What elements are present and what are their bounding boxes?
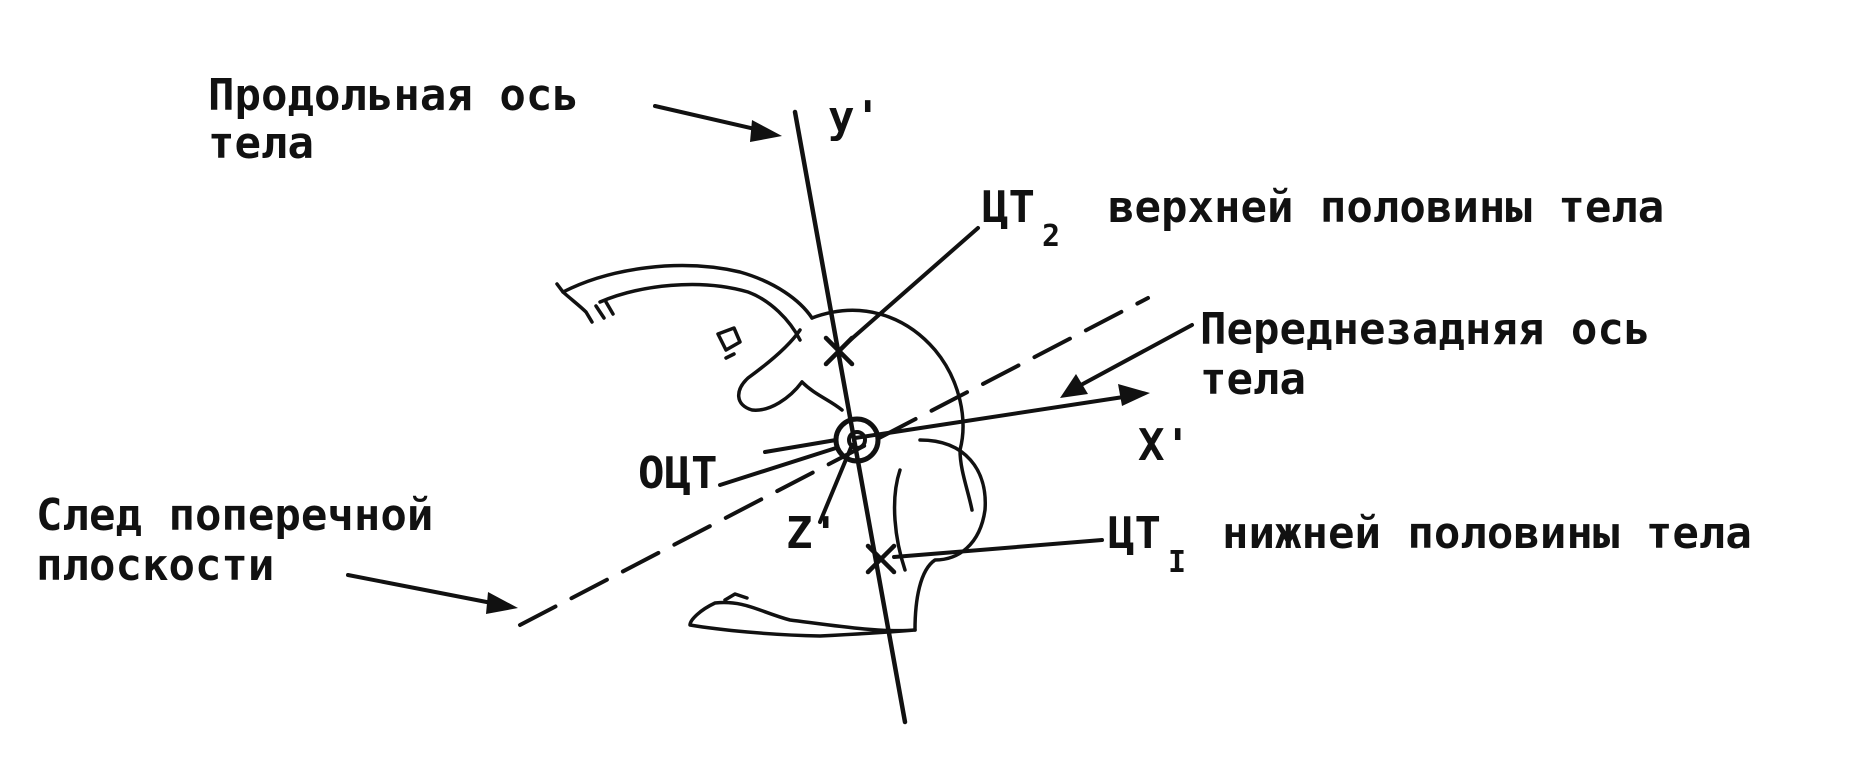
z-axis-label: Z' bbox=[786, 508, 839, 559]
figure-legs bbox=[688, 600, 917, 638]
transverse-leader bbox=[346, 573, 504, 607]
x-axis-label: X' bbox=[1138, 420, 1191, 471]
y-axis-label: y' bbox=[828, 92, 881, 143]
figure-head bbox=[737, 328, 804, 412]
longitudinal-axis-label-line2: тела bbox=[208, 118, 314, 169]
ct2-label-text: верхней половины тела bbox=[1108, 182, 1664, 233]
transverse-plane-trace bbox=[518, 296, 1150, 627]
longitudinal-axis-label-line1: Продольная ось bbox=[208, 70, 579, 121]
transverse-trace-label-line1: След поперечной bbox=[36, 490, 433, 541]
figure-thigh bbox=[892, 468, 907, 572]
figure-foot bbox=[723, 592, 749, 602]
leader-arrowheads bbox=[486, 120, 1088, 614]
figure-hip bbox=[913, 438, 987, 632]
figure-face-detail bbox=[716, 326, 742, 360]
ct1-leader bbox=[892, 538, 1104, 559]
figure-chest bbox=[800, 380, 844, 412]
ct2-label-main: ЦТ bbox=[982, 182, 1035, 233]
figure-back bbox=[810, 308, 974, 512]
transverse-arrowhead bbox=[486, 592, 518, 614]
ct1-label-sub: I bbox=[1168, 545, 1186, 580]
transverse-trace-label-line2: плоскости bbox=[36, 540, 274, 591]
x-axis-line bbox=[853, 394, 1132, 440]
ct1-label-text: нижней половины тела bbox=[1222, 508, 1752, 559]
longitudinal-axis bbox=[792, 109, 908, 725]
total-cog-leader bbox=[763, 438, 838, 454]
ap-axis-leader bbox=[1066, 323, 1194, 394]
ct2-label-sub: 2 bbox=[1042, 219, 1060, 254]
figure-arm bbox=[561, 263, 814, 342]
ct1-label-main: ЦТ bbox=[1108, 508, 1161, 559]
total-cog-inner-ring bbox=[847, 430, 867, 450]
leader-lines bbox=[346, 104, 1194, 607]
total-cog-label: ОЦТ bbox=[638, 448, 717, 499]
longitudinal-arrowhead bbox=[750, 120, 782, 142]
gymnast-figure bbox=[555, 263, 987, 638]
figure-hand bbox=[555, 282, 615, 324]
ct2-leader bbox=[846, 226, 980, 344]
transverse-trace-line bbox=[518, 296, 1150, 627]
ct1-cross-marker bbox=[865, 543, 897, 575]
ap-axis-label-line1: Переднезадняя ось bbox=[1200, 304, 1650, 355]
x-axis-arrowhead bbox=[1118, 384, 1150, 406]
y-axis-line bbox=[792, 109, 908, 725]
ap-axis-arrowhead bbox=[1060, 374, 1088, 398]
labels: Продольная ось тела y' ЦТ 2 верхней поло… bbox=[36, 70, 1752, 591]
ap-axis-label-line2: тела bbox=[1200, 354, 1306, 405]
longitudinal-leader bbox=[653, 104, 770, 134]
anteroposterior-axis bbox=[853, 384, 1150, 440]
total-cog-leader-lower bbox=[718, 446, 838, 487]
